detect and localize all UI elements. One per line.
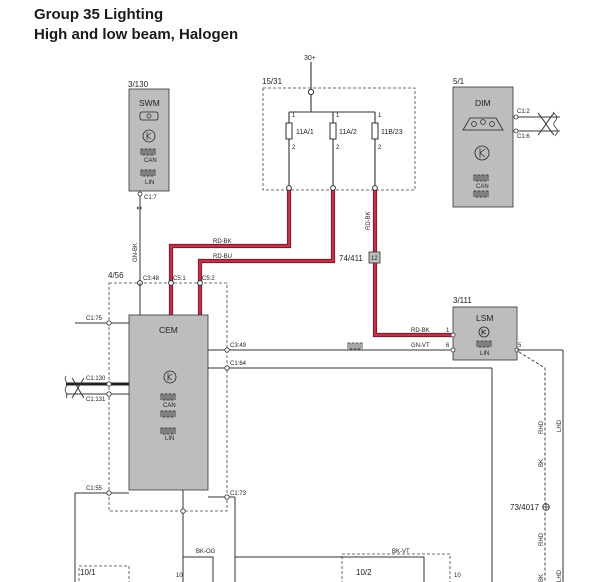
fuse-terminal bbox=[286, 185, 292, 191]
cem-conn-c348: C3:48 bbox=[143, 276, 160, 282]
module-10-2-ref: 10/2 bbox=[356, 568, 372, 577]
lsm-ref: 3/111 bbox=[453, 296, 472, 305]
svg-text:2: 2 bbox=[336, 145, 340, 151]
cem-conn-c164: C1:64 bbox=[230, 361, 247, 367]
wire-label-rd-bk-lsm: RD-BK bbox=[411, 328, 430, 334]
swm-name: SWM bbox=[139, 98, 160, 108]
fuse-label: 11A/1 bbox=[296, 129, 314, 136]
dim-conn-c12: C1:2 bbox=[517, 109, 530, 115]
lsm-pin-1: 1 bbox=[446, 328, 450, 334]
transistor-icon bbox=[163, 370, 177, 384]
wire-label-lhd-2: LHD bbox=[557, 569, 563, 582]
fuse-label: 11A/2 bbox=[339, 129, 357, 136]
fuse-11a1: 1 2 11A/1 bbox=[285, 112, 314, 188]
cem-outline bbox=[108, 282, 228, 512]
headlamp-icon bbox=[462, 117, 504, 131]
supply-terminal bbox=[307, 88, 315, 96]
lsm-lin-label: LIN bbox=[480, 351, 489, 357]
dim-can-wires bbox=[513, 111, 560, 137]
supply-label: 30+ bbox=[304, 55, 316, 62]
fuse-label: 11B/23 bbox=[381, 129, 403, 136]
svg-text:1: 1 bbox=[378, 113, 382, 119]
wire-label-gn-vt: GN-VT bbox=[411, 343, 430, 349]
cem-module bbox=[128, 314, 209, 491]
dim-can-label: CAN bbox=[476, 184, 489, 190]
steering-wheel-icon bbox=[139, 111, 159, 121]
cem-left-wires bbox=[64, 320, 129, 582]
lsm-pin-6: 6 bbox=[446, 343, 450, 349]
cem-can-label: CAN bbox=[163, 403, 176, 409]
wire-label-rd-bu: RD-BU bbox=[213, 254, 232, 260]
cem-terminal bbox=[168, 280, 174, 286]
cem-conn-c155: C1:55 bbox=[86, 486, 103, 492]
splice-pin: 12 bbox=[371, 256, 378, 262]
wire-label-bk-2: BK bbox=[539, 574, 545, 582]
bk-og-wire bbox=[183, 556, 214, 582]
cem-conn-c130: C1:130 bbox=[86, 376, 106, 382]
module-10-2-pin: 10 bbox=[454, 573, 461, 579]
svg-text:2: 2 bbox=[378, 145, 382, 151]
wire-label-gn-bk: GN-BK bbox=[133, 243, 139, 262]
cem-lin-label: LIN bbox=[165, 436, 174, 442]
svg-text:2: 2 bbox=[292, 145, 296, 151]
lin-signal-icon bbox=[347, 342, 363, 350]
wire-label-bk-vt: BK-VT bbox=[392, 549, 410, 555]
transistor-icon bbox=[474, 145, 490, 161]
cem-conn-c173: C1:73 bbox=[230, 491, 247, 497]
fuse-box-outline bbox=[262, 87, 416, 191]
bk-vt-wire bbox=[235, 556, 425, 582]
ground-point-icon bbox=[542, 503, 550, 511]
swm-can-label: CAN bbox=[144, 158, 157, 164]
wire-label-rhd: RHD bbox=[539, 420, 545, 434]
dim-ref: 5/1 bbox=[453, 77, 465, 86]
swm-connector: C1:7 bbox=[144, 195, 157, 201]
dim-conn-c16: C1:6 bbox=[517, 134, 530, 140]
ground-ref: 73/4017 bbox=[510, 503, 539, 512]
transistor-icon bbox=[142, 129, 156, 143]
wire-label-rd-bk-vertical: RD-BK bbox=[366, 211, 372, 230]
wire-label-rd-bk: RD-BK bbox=[213, 239, 232, 245]
svg-text:1: 1 bbox=[292, 113, 296, 119]
splice-ref: 74/411 bbox=[339, 254, 363, 263]
splice-connector bbox=[368, 251, 381, 264]
page-title: Group 35 Lighting bbox=[34, 6, 164, 23]
wire-label-lhd: LHD bbox=[557, 419, 563, 432]
wire-label-rhd-2: RHD bbox=[539, 532, 545, 546]
dim-module bbox=[452, 86, 514, 208]
fuse-terminal bbox=[330, 185, 336, 191]
dim-name: DIM bbox=[475, 98, 491, 108]
lsm-terminal bbox=[450, 347, 456, 353]
swm-ref: 3/130 bbox=[128, 80, 149, 89]
cem-ref: 4/56 bbox=[108, 271, 124, 280]
fuse-terminal bbox=[372, 185, 378, 191]
fuse-11a2: 1 2 11A/2 bbox=[329, 112, 357, 188]
transistor-icon bbox=[478, 326, 490, 338]
cem-conn-c131: C1:131 bbox=[86, 397, 106, 403]
swm-terminal bbox=[137, 191, 143, 197]
cem-right-wires bbox=[180, 347, 493, 582]
cem-terminal bbox=[197, 280, 203, 286]
cem-name: CEM bbox=[159, 325, 178, 335]
cem-conn-c349: C3:49 bbox=[230, 343, 247, 349]
swm-lin-label: LIN bbox=[145, 180, 154, 186]
svg-text:1: 1 bbox=[336, 113, 340, 119]
fuse-box-ref: 15/31 bbox=[262, 77, 283, 86]
page-subtitle: High and low beam, Halogen bbox=[34, 26, 239, 43]
power-wires bbox=[168, 188, 453, 338]
module-10-1-pin: 10 bbox=[176, 573, 183, 579]
fuse-11b23: 1 2 11B/23 bbox=[371, 112, 403, 188]
lsm-ground-wires bbox=[517, 349, 564, 582]
cem-conn-c175: C1:75 bbox=[86, 316, 103, 322]
lsm-name: LSM bbox=[476, 313, 493, 323]
wire-label-bk: BK bbox=[539, 459, 545, 467]
lsm-pin-5: 5 bbox=[518, 343, 522, 349]
module-10-1-ref: 10/1 bbox=[80, 568, 96, 577]
wire-label-bk-og: BK-OG bbox=[196, 549, 216, 555]
lsm-terminal bbox=[450, 332, 456, 338]
cem-conn-c52: C5:2 bbox=[202, 276, 215, 282]
cem-conn-c51: C5:1 bbox=[173, 276, 186, 282]
module-10-1-outline bbox=[78, 565, 130, 582]
